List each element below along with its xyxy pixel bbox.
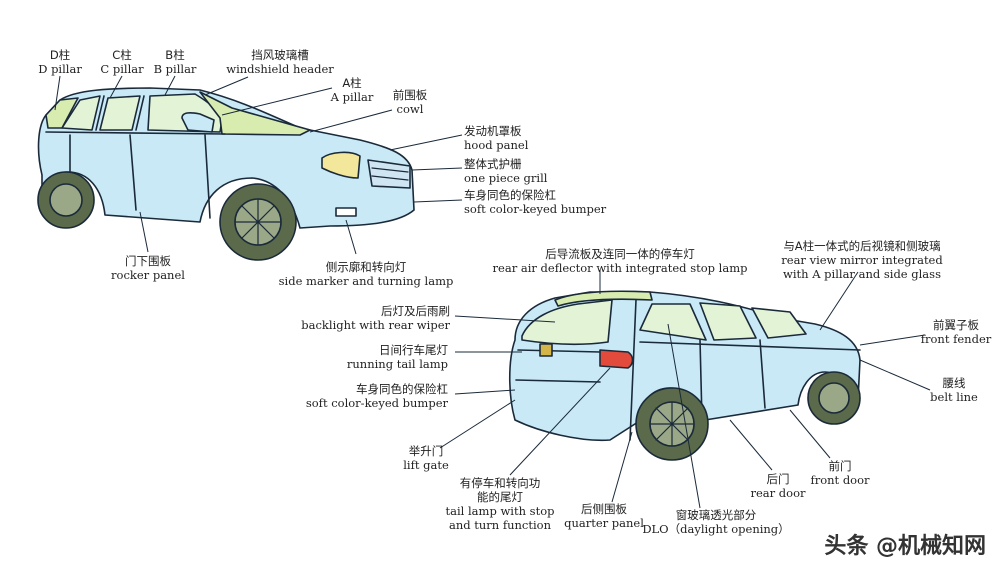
label-grill: 整体式护栅 one piece grill [464,157,547,185]
label-rear-bumper-en: soft color-keyed bumper [305,396,448,410]
label-hood-panel: 发动机罩板 hood panel [464,124,528,152]
rear-car-rear-wheel [635,387,709,461]
a-pillar-shape [199,91,311,136]
front-car-mirror [181,112,215,133]
label-rear-deflector: 后导流板及连同一体的停车灯 rear air deflector with in… [493,247,748,275]
label-hood-panel-en: hood panel [464,138,529,152]
label-rear-bumper: 车身同色的保险杠 soft color-keyed bumper [306,382,448,410]
label-b-pillar: B柱 B pillar [154,48,197,76]
label-lift-gate-en: lift gate [403,458,449,472]
label-dlo: 窗玻璃透光部分 DLO（daylight opening） [642,508,789,536]
label-running-tail-en: running tail lamp [346,357,448,371]
label-cowl: 前围板 cowl [393,88,428,116]
label-c-pillar-zh: C柱 [112,48,132,62]
label-lift-gate-zh: 举升门 [408,444,444,458]
label-tail-lamp-zh1: 有停车和转向功 [459,476,541,490]
rear-car [508,290,861,461]
rear-car-deflector [554,290,653,307]
front-car-side-marker [335,207,357,217]
d-pillar-shape [45,97,79,129]
label-running-tail: 日间行车尾灯 running tail lamp [347,343,448,371]
label-rear-door: 后门 rear door [750,472,805,500]
label-front-door-zh: 前门 [828,459,852,473]
label-c-pillar-en: C pillar [100,62,144,76]
watermark: 头条 @机械知网 [824,534,986,559]
label-tail-lamp-en1: tail lamp with stop [445,504,555,518]
label-rear-door-en: rear door [750,486,806,500]
label-windshield-header-en: windshield header [226,62,334,76]
label-quarter-panel: 后侧围板 quarter panel [564,502,644,530]
label-b-pillar-zh: B柱 [165,48,185,62]
label-backlight-en: backlight with rear wiper [301,318,450,332]
label-windshield-header-zh: 挡风玻璃槽 [251,48,309,62]
label-lift-gate: 举升门 lift gate [403,444,449,472]
label-front-bumper-zh: 车身同色的保险杠 [464,188,556,202]
label-side-marker-zh: 侧示廓和转向灯 [325,260,407,274]
label-rocker-panel-en: rocker panel [111,268,185,282]
label-rear-bumper-zh: 车身同色的保险杠 [356,382,448,396]
label-front-fender-en: front fender [920,332,992,346]
label-tail-lamp: 有停车和转向功 能的尾灯 tail lamp with stop and tur… [446,476,555,532]
label-side-marker-en: side marker and turning lamp [278,274,454,288]
rear-car-plate [539,343,553,357]
label-front-door: 前门 front door [810,459,869,487]
rear-car-taillamp [599,349,634,369]
label-mirror: 与A柱一体式的后视镜和侧玻璃 rear view mirror integrat… [781,239,942,281]
label-front-bumper-en: soft color-keyed bumper [464,202,607,216]
label-dlo-en: DLO（daylight opening） [642,522,790,536]
rear-car-side-glass [639,302,807,341]
label-a-pillar: A柱 A pillar [331,76,374,104]
label-belt-line-en: belt line [930,390,978,404]
front-car-rear-wheel [37,171,95,229]
label-belt-line-zh: 腰线 [942,376,966,390]
label-rocker-panel: 门下围板 rocker panel [111,254,185,282]
front-car [37,87,415,261]
label-front-fender: 前翼子板 front fender [921,318,992,346]
label-d-pillar-zh: D柱 [49,48,71,62]
label-mirror-en1: rear view mirror integrated [781,253,943,267]
label-rear-deflector-zh: 后导流板及连同一体的停车灯 [545,247,695,261]
label-cowl-zh: 前围板 [392,88,428,102]
label-d-pillar-en: D pillar [38,62,82,76]
label-dlo-zh: 窗玻璃透光部分 [675,508,757,522]
rear-car-backlight [521,299,613,345]
label-tail-lamp-en2: and turn function [448,518,551,532]
label-running-tail-zh: 日间行车尾灯 [379,343,448,357]
label-backlight: 后灯及后雨刷 backlight with rear wiper [301,304,450,332]
label-rocker-panel-zh: 门下围板 [125,254,171,268]
label-tail-lamp-zh2: 能的尾灯 [477,490,523,504]
front-car-headlamp [321,151,361,179]
front-car-grill [367,159,411,189]
front-car-front-wheel [219,183,297,261]
label-belt-line: 腰线 belt line [930,376,978,404]
label-rear-door-zh: 后门 [766,472,790,486]
label-grill-zh: 整体式护栅 [464,157,522,171]
label-side-marker: 侧示廓和转向灯 side marker and turning lamp [279,260,454,288]
label-a-pillar-en: A pillar [330,90,374,104]
label-a-pillar-zh: A柱 [342,76,362,90]
label-cowl-en: cowl [396,102,424,116]
label-quarter-panel-zh: 后侧围板 [581,502,627,516]
label-front-door-en: front door [810,473,870,487]
label-b-pillar-en: B pillar [153,62,197,76]
label-d-pillar: D柱 D pillar [38,48,82,76]
label-mirror-en2: with A pillar and side glass [783,267,941,281]
label-windshield-header: 挡风玻璃槽 windshield header [226,48,334,76]
rear-car-front-wheel [807,371,861,425]
label-quarter-panel-en: quarter panel [564,516,644,530]
label-grill-en: one piece grill [464,171,548,185]
label-backlight-zh: 后灯及后雨刷 [381,304,450,318]
label-front-fender-zh: 前翼子板 [933,318,979,332]
leader-lines [54,75,931,509]
label-front-bumper: 车身同色的保险杠 soft color-keyed bumper [464,188,606,216]
label-c-pillar: C柱 C pillar [100,48,143,76]
label-hood-panel-zh: 发动机罩板 [464,124,522,138]
label-rear-deflector-en: rear air deflector with integrated stop … [492,261,748,275]
label-mirror-zh: 与A柱一体式的后视镜和侧玻璃 [783,239,941,253]
